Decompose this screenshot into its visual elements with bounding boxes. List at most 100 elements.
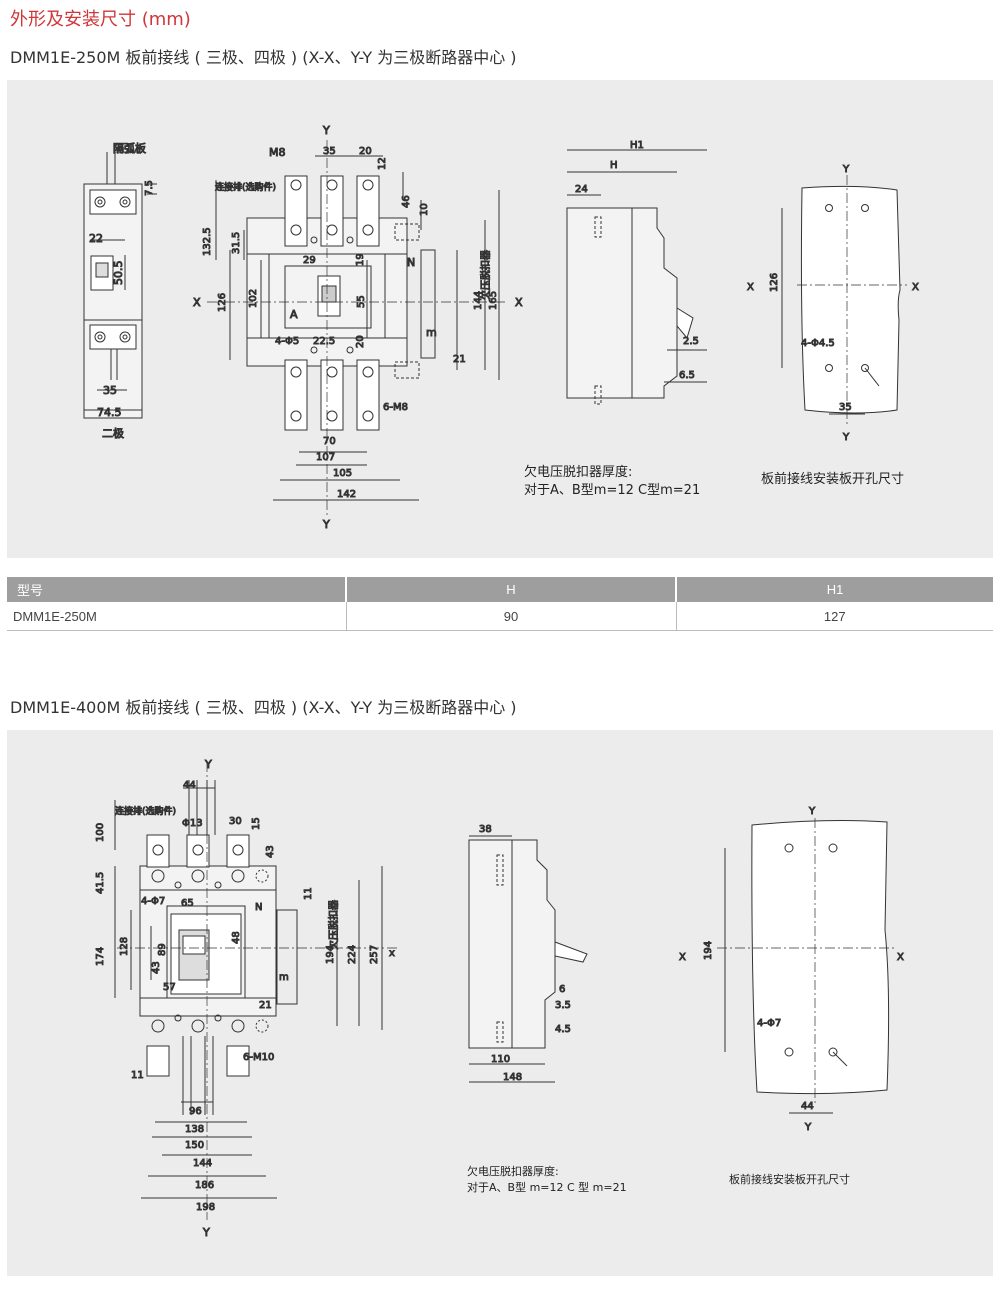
dim-label: 70 bbox=[323, 436, 336, 447]
dim-label: 15 bbox=[251, 817, 262, 830]
dim-label: 22 bbox=[89, 232, 103, 245]
axis-x-label: X bbox=[193, 296, 201, 309]
drawing-panel-400m: Y Y x 连接排(选购件) Φ13 4-Φ7 N 欠压脱扣器 m 6-M10 … bbox=[7, 730, 993, 1276]
uv-note-line1: 欠电压脱扣器厚度: bbox=[524, 465, 633, 480]
dim-label: 12 bbox=[377, 157, 388, 170]
arc-plate-label: 隔弧板 bbox=[113, 141, 146, 155]
dim-label: 142 bbox=[337, 489, 356, 500]
dim-label: 165 bbox=[488, 291, 499, 310]
dim-label: 46 bbox=[401, 195, 412, 208]
uv-note-line2: 对于A、B型 m=12 C 型 m=21 bbox=[467, 1181, 627, 1194]
conn-bar-label: 连接排(选购件) bbox=[215, 181, 276, 193]
axis-y-label: Y bbox=[842, 432, 850, 443]
six-m10-label: 6-M10 bbox=[243, 1052, 274, 1063]
h1-label: H1 bbox=[630, 140, 644, 151]
axis-x-label: X bbox=[679, 952, 686, 963]
axis-y-label: Y bbox=[808, 806, 816, 817]
drawing-400m: Y Y x 连接排(选购件) Φ13 4-Φ7 N 欠压脱扣器 m 6-M10 … bbox=[95, 758, 905, 1240]
dim-label: 11 bbox=[303, 887, 314, 900]
dim-label: 20 bbox=[355, 335, 366, 348]
dim-label: 150 bbox=[185, 1140, 204, 1151]
dim-label: 144 bbox=[473, 291, 484, 310]
dim-label: 2.5 bbox=[683, 336, 699, 347]
dim-label: 10 bbox=[419, 203, 430, 216]
uv-release-label: 欠压脱扣器 bbox=[327, 900, 340, 950]
dim-label: 89 bbox=[157, 943, 168, 956]
cell-h1: 127 bbox=[675, 602, 993, 631]
dim-label: 194 bbox=[325, 945, 336, 964]
dim-label: 50.5 bbox=[112, 261, 125, 286]
axis-y-label: Y bbox=[322, 124, 330, 137]
dim-label: 43 bbox=[151, 961, 162, 974]
drawing-250m: 隔弧板 7.5 22 50.5 35 74.5 二极 Y Y X X M8 连接… bbox=[83, 124, 920, 532]
dim-label: 57 bbox=[163, 982, 176, 993]
axis-y-label: Y bbox=[204, 758, 212, 771]
dim-label: 257 bbox=[369, 945, 380, 964]
dim-label: 19 bbox=[355, 253, 366, 266]
table-header-row: 型号 H H1 bbox=[7, 577, 993, 602]
axis-y-label: Y bbox=[202, 1226, 210, 1239]
dim-label: 20 bbox=[359, 146, 372, 157]
two-pole-view bbox=[83, 151, 157, 419]
dim-label: 11 bbox=[131, 1070, 144, 1081]
axis-y-label: Y bbox=[842, 164, 850, 175]
dim-label: 3.5 bbox=[555, 1000, 571, 1011]
cutout-caption: 板前接线安装板开孔尺寸 bbox=[729, 1173, 850, 1186]
dim-label: 44 bbox=[183, 780, 196, 791]
dim-label: 148 bbox=[503, 1072, 522, 1083]
dim-label: 105 bbox=[333, 468, 352, 479]
dim-label: 6.5 bbox=[679, 370, 695, 381]
dim-label: 128 bbox=[119, 937, 130, 956]
cutout-view-400m bbox=[717, 818, 897, 1114]
dim-label: 7.5 bbox=[144, 180, 155, 196]
h-label: H bbox=[610, 160, 618, 171]
col-header-h1: H1 bbox=[675, 577, 993, 602]
n-label: N bbox=[255, 902, 262, 913]
dim-label: 35 bbox=[839, 402, 852, 413]
holes-label: 4-Φ4.5 bbox=[801, 338, 835, 349]
front-view-250m bbox=[207, 140, 507, 515]
cutout-caption: 板前接线安装板开孔尺寸 bbox=[761, 472, 905, 487]
section-title-250m: DMM1E-250M 板前接线 ( 三极、四极 ) (X-X、Y-Y 为三极断路… bbox=[10, 48, 517, 67]
dim-label: 194 bbox=[703, 941, 714, 960]
dim-label: 31.5 bbox=[231, 232, 242, 254]
side-view-400m bbox=[468, 835, 588, 1083]
dim-label: 96 bbox=[189, 1106, 202, 1117]
dim-label: 144 bbox=[193, 1158, 212, 1169]
cell-h: 90 bbox=[345, 602, 676, 631]
axis-y-label: Y bbox=[804, 1122, 812, 1133]
axis-x-label: X bbox=[515, 296, 523, 309]
axis-x-label: x bbox=[389, 948, 395, 959]
dim-label: 44 bbox=[801, 1101, 814, 1112]
conn-bar-label: 连接排(选购件) bbox=[115, 805, 176, 817]
dim-label: 110 bbox=[491, 1054, 510, 1065]
holes-label: 4-Φ5 bbox=[275, 336, 299, 347]
two-pole-label: 二极 bbox=[102, 426, 124, 440]
dim-label: 22.5 bbox=[313, 336, 335, 347]
dim-label: 102 bbox=[248, 289, 259, 308]
uv-note-line2: 对于A、B型m=12 C型m=21 bbox=[524, 483, 701, 498]
dim-label: 6 bbox=[559, 984, 565, 995]
side-view-250m bbox=[566, 149, 707, 405]
axis-x-label: X bbox=[912, 282, 919, 293]
dim-label: 186 bbox=[195, 1180, 214, 1191]
dim-label: 132.5 bbox=[202, 227, 213, 256]
n-label: N bbox=[407, 256, 415, 269]
dim-label: 100 bbox=[95, 823, 106, 842]
col-header-model: 型号 bbox=[7, 577, 346, 602]
holes-label: 4-Φ7 bbox=[757, 1018, 781, 1029]
dim-label: 38 bbox=[479, 824, 492, 835]
a-label: A bbox=[290, 308, 298, 321]
dim-label: 21 bbox=[259, 1000, 272, 1011]
m-label: m bbox=[279, 972, 289, 983]
dim-label: 224 bbox=[347, 945, 358, 964]
dim-label: 126 bbox=[217, 293, 228, 312]
dim-label: 65 bbox=[181, 898, 194, 909]
axis-y-label: Y bbox=[322, 518, 330, 531]
dim-label: 107 bbox=[316, 452, 335, 463]
front-view-400m bbox=[114, 762, 397, 1220]
axis-x-label: X bbox=[747, 282, 754, 293]
m-label: m bbox=[426, 326, 437, 339]
phi13-label: Φ13 bbox=[182, 818, 203, 829]
six-m8-label: 6-M8 bbox=[383, 402, 408, 413]
